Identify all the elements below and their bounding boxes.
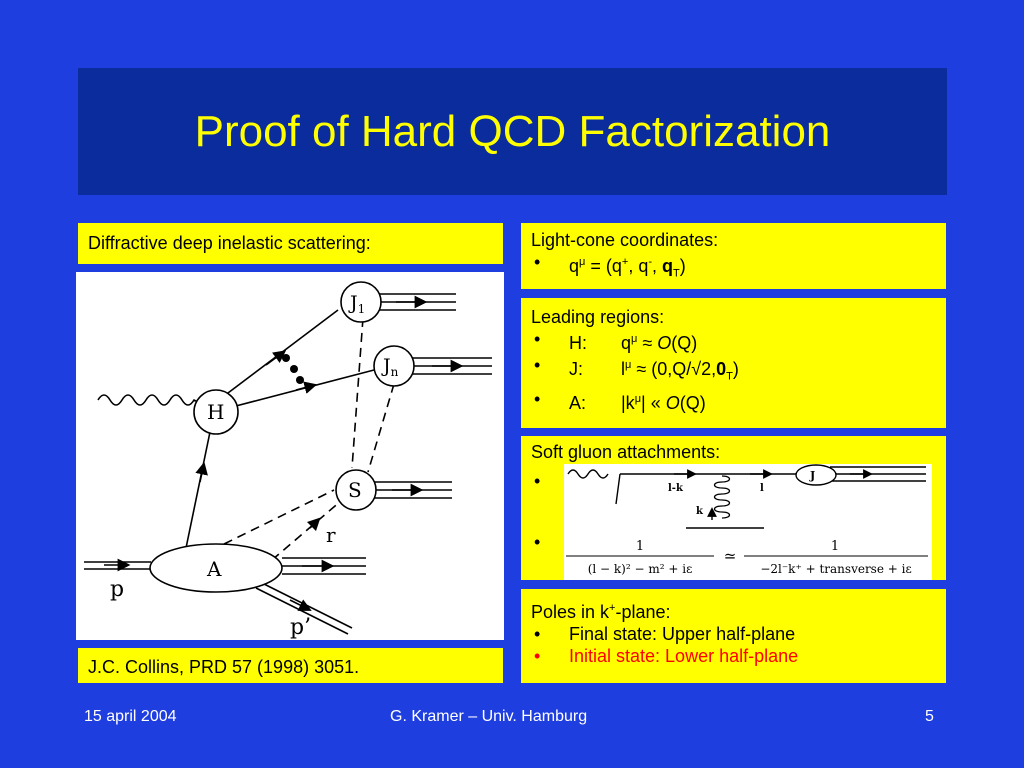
photon-line (567, 469, 609, 479)
blob-j (795, 464, 837, 486)
light-cone-box: Light-cone coordinates: • qμ = (q+, q-, … (521, 223, 946, 289)
label-jn: Jn (381, 355, 399, 379)
light-cone-item: • qμ = (q+, q-, qT) (534, 252, 686, 280)
formula-den-1: (l − k)² − m² + iε (588, 562, 693, 576)
left-heading: Diffractive deep inelastic scattering: (88, 233, 371, 253)
soft-gluon-box: Soft gluon attachments: • • J l-k l k 1 … (521, 436, 946, 580)
leading-regions-box: Leading regions: • H:qμ ≈ O(Q) • J:lμ ≈ … (521, 298, 946, 428)
gluon-coil (713, 475, 731, 519)
leading-item-h: • H:qμ ≈ O(Q) (534, 329, 698, 353)
label-h: H (207, 400, 224, 424)
svg-text:J: J (809, 469, 815, 482)
bullet: • (534, 471, 541, 491)
citation-box: J.C. Collins, PRD 57 (1998) 3051. (78, 648, 503, 683)
label-a: A (206, 557, 222, 581)
footer-author: G. Kramer – Univ. Hamburg (390, 708, 588, 725)
label-s: S (348, 478, 362, 502)
blob-a (149, 543, 283, 593)
poles-item-initial: •Initial state: Lower half-plane (534, 646, 799, 666)
svg-text:l: l (760, 483, 764, 494)
footer-date: 15 april 2004 (84, 708, 177, 725)
bullet: • (534, 532, 541, 552)
blob-s (335, 469, 377, 511)
blob-h (193, 389, 239, 435)
label-pprime: p’ (290, 615, 311, 640)
svg-text:l-k: l-k (668, 483, 684, 494)
footer-page: 5 (925, 708, 934, 725)
blob-jn (373, 345, 415, 387)
leading-item-a: • A:|kμ| « O(Q) (534, 388, 706, 413)
poles-heading: Poles in k+-plane: (531, 602, 671, 622)
dot (290, 365, 298, 373)
left-heading-box: Diffractive deep inelastic scattering: (78, 223, 503, 264)
leading-regions-heading: Leading regions: (531, 307, 665, 327)
label-r: r (326, 523, 336, 547)
label-p: p (110, 577, 124, 602)
title-band: Proof of Hard QCD Factorization (78, 68, 947, 195)
label-j1: J1 (348, 292, 365, 316)
formula-num-2: 1 (831, 539, 839, 554)
dot (296, 376, 304, 384)
formula-den-2: −2l⁻k⁺ + transverse + iε (760, 562, 911, 576)
dashed-j1-s (351, 317, 364, 469)
dashed-jn-s (367, 383, 395, 473)
svg-text:k: k (696, 506, 704, 517)
dashed-a-s-1 (223, 489, 335, 545)
formula-num-1: 1 (636, 539, 644, 554)
bullet: • (534, 252, 541, 272)
formula-approx: ≃ (724, 547, 737, 565)
dot (282, 354, 290, 362)
slide-title: Proof of Hard QCD Factorization (194, 106, 831, 156)
soft-gluon-heading: Soft gluon attachments: (531, 442, 721, 462)
citation: J.C. Collins, PRD 57 (1998) 3051. (88, 657, 360, 677)
line-a-h (185, 431, 211, 549)
feynman-diagram: J1 Jn H S A r p p’ (84, 281, 492, 640)
soft-gluon-figure: J l-k l k 1 (l − k)² − m² + iε ≃ 1 −2l⁻k… (564, 464, 932, 580)
blob-j1 (340, 281, 382, 323)
poles-item-final: •Final state: Upper half-plane (534, 624, 796, 644)
poles-box: Poles in k+-plane: •Final state: Upper h… (521, 589, 946, 683)
photon-line (97, 394, 207, 407)
diagram-panel: J1 Jn H S A r p p’ (76, 272, 504, 640)
leading-item-j: • J:lμ ≈ (0,Q/√2,0T) (534, 355, 739, 383)
light-cone-heading: Light-cone coordinates: (531, 230, 719, 250)
